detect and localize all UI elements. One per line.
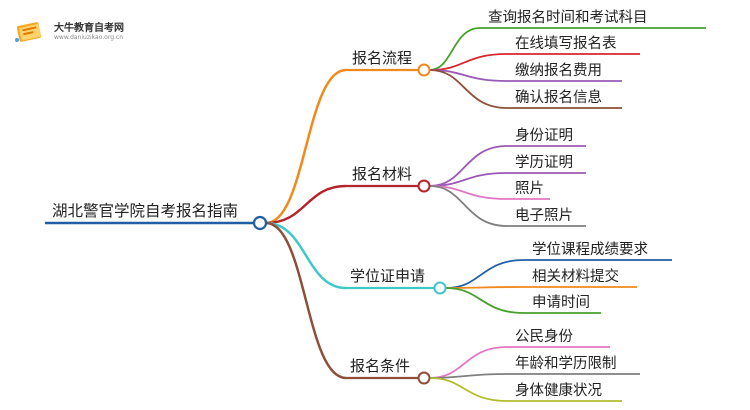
leaf-topic: 学位课程成绩要求 [532,241,648,258]
branch-connector [265,221,347,380]
branch-connector [265,184,347,225]
branch-joint [417,371,431,385]
root-joint [252,215,268,231]
leaf-topic: 公民身份 [515,328,573,345]
leaf-connector [445,287,525,314]
books-logo-icon [15,22,42,42]
brand-logo: 大牛教育自考网 www.daniuzikao.org.cn [14,16,136,46]
branch-joint [417,63,431,77]
leaf-connector [429,53,508,71]
leaf-topic: 身份证明 [515,127,573,144]
leaf-topic: 相关材料提交 [532,267,619,285]
leaf-connector [429,27,481,71]
brand-name: 大牛教育自考网 [54,23,124,34]
leaf-topic: 年龄和学历限制 [515,355,617,372]
leaf-topic: 缴纳报名费用 [515,62,602,79]
leaf-topic: 学历证明 [515,154,573,171]
branch-topic: 报名流程 [352,49,412,67]
branch-joint [433,281,447,295]
leaf-connector [429,185,508,227]
root-topic: 湖北警官学院自考报名指南 [52,201,238,220]
leaf-topic: 查询报名时间和考试科目 [488,9,648,26]
leaf-connector [429,377,508,402]
branch-connector [265,221,347,290]
leaf-topic: 申请时间 [532,294,590,311]
brand-url: www.daniuzikao.org.cn [54,34,124,41]
branch-connector [265,68,347,225]
leaf-connector [429,145,508,187]
branch-topic: 报名条件 [350,357,410,375]
branch-topic: 报名材料 [352,165,412,183]
leaf-topic: 身体健康状况 [515,382,602,399]
leaf-topic: 在线填写报名表 [515,35,617,52]
branch-topic: 学位证申请 [350,267,425,285]
leaf-topic: 电子照片 [515,207,573,224]
leaf-topic: 照片 [515,180,544,197]
branch-joint [417,179,431,193]
leaf-connector [445,259,525,289]
leaf-connector [429,69,508,109]
leaf-topic: 确认报名信息 [515,89,602,106]
leaf-connector [445,286,525,289]
